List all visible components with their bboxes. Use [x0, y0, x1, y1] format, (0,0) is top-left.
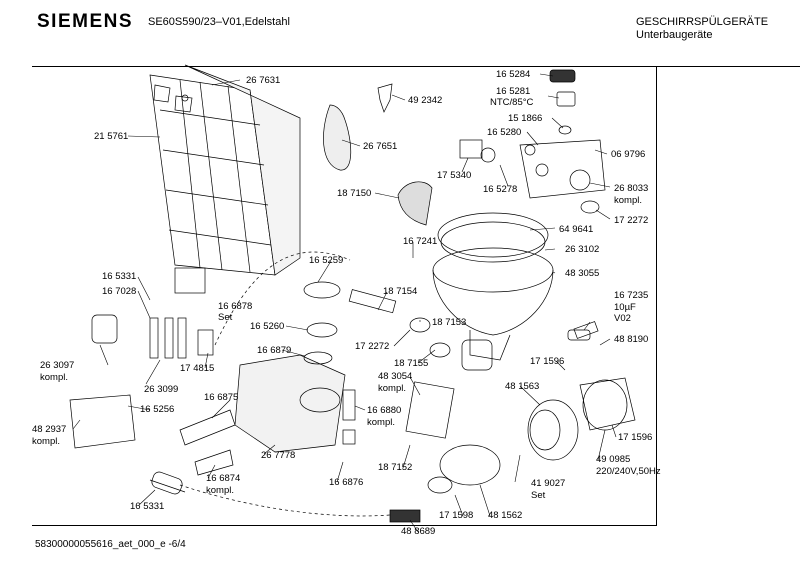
sump-assembly — [432, 212, 554, 371]
part-label: 16 5260 — [250, 321, 285, 332]
part-label: 26 3097 — [40, 360, 75, 371]
part-label: 16 6880 — [367, 405, 402, 416]
part-label: 16 7235 — [614, 290, 649, 301]
part-label: 18 7154 — [383, 286, 418, 297]
part-label: 16 5281 — [496, 86, 531, 97]
part-label: kompl. — [367, 417, 395, 428]
hose-route-upper — [214, 251, 351, 346]
dispenser-parts — [323, 83, 433, 226]
part-label: 26 7631 — [246, 75, 281, 86]
footer-rule — [32, 525, 657, 526]
part-label: 18 7153 — [432, 317, 467, 328]
part-label: Set — [531, 490, 546, 501]
part-label: 26 7778 — [261, 450, 296, 461]
side-rule — [656, 66, 657, 526]
part-label: 17 1598 — [439, 510, 474, 521]
part-label: 18 7152 — [378, 462, 413, 473]
part-label: kompl. — [32, 436, 60, 447]
part-label: 21 5761 — [94, 131, 129, 142]
part-label: 16 5284 — [496, 69, 531, 80]
part-label: 48 8689 — [401, 526, 436, 537]
part-label: kompl. — [206, 485, 234, 496]
part-label: kompl. — [614, 195, 642, 206]
part-label: kompl. — [378, 383, 406, 394]
part-label: 26 8033 — [614, 183, 649, 194]
part-label: 16 6876 — [329, 477, 364, 488]
part-label: 26 7651 — [363, 141, 398, 152]
part-label: 16 5278 — [483, 184, 518, 195]
brand-logo: SIEMENS — [37, 11, 134, 32]
part-label: 220/240V,50Hz — [596, 466, 661, 477]
header-rule — [32, 66, 800, 67]
part-label: 48 1562 — [488, 510, 523, 521]
part-label: 49 0985 — [596, 454, 631, 465]
part-label: 15 1866 — [508, 113, 543, 124]
part-label: 26 3102 — [565, 244, 600, 255]
part-label: 17 1596 — [618, 432, 653, 443]
part-label: 17 2272 — [355, 341, 390, 352]
part-label: 16 6874 — [206, 473, 241, 484]
part-label: 48 3054 — [378, 371, 413, 382]
part-label: 16 6875 — [204, 392, 239, 403]
part-label: 48 1563 — [505, 381, 540, 392]
part-label: 48 2937 — [32, 424, 67, 435]
part-label: 16 7241 — [403, 236, 438, 247]
document-id: 58300000055616_aet_000_e -6/4 — [35, 539, 186, 550]
category-heading: GESCHIRRSPÜLGERÄTE Unterbaugeräte — [636, 16, 768, 42]
part-label: 48 3055 — [565, 268, 600, 279]
part-label: 16 5259 — [309, 255, 344, 266]
part-label: 06 9796 — [611, 149, 646, 160]
part-label: 16 5256 — [140, 404, 175, 415]
part-label: 48 8190 — [614, 334, 649, 345]
pump-assembly — [389, 321, 636, 523]
part-label: V02 — [614, 313, 631, 324]
category-line-2: Unterbaugeräte — [636, 29, 713, 41]
leader-lines — [72, 73, 617, 533]
part-label: 17 5340 — [437, 170, 472, 181]
part-label: 18 7155 — [394, 358, 429, 369]
category-line-1: GESCHIRRSPÜLGERÄTE — [636, 16, 769, 28]
part-label: 17 1596 — [530, 356, 565, 367]
part-label: NTC/85°C — [490, 97, 534, 108]
model-number: SE60S590/23–V01,Edelstahl — [148, 16, 290, 28]
part-label: 17 4815 — [180, 363, 215, 374]
part-label: Set — [218, 312, 233, 323]
part-label: 10µF — [614, 302, 636, 313]
part-label: 16 6879 — [257, 345, 292, 356]
part-label: 17 2272 — [614, 215, 649, 226]
part-label: 64 9641 — [559, 224, 594, 235]
part-label: 16 5280 — [487, 127, 522, 138]
part-label: 16 6878 — [218, 301, 253, 312]
part-label: kompl. — [40, 372, 68, 383]
part-label: 16 5331 — [102, 271, 137, 282]
part-label: 16 5331 — [130, 501, 165, 512]
part-label: 26 3099 — [144, 384, 179, 395]
part-label: 18 7150 — [337, 188, 372, 199]
valve-cluster — [459, 69, 606, 214]
hose-route — [179, 484, 391, 517]
part-label: 16 7028 — [102, 286, 137, 297]
heater-housing — [234, 281, 591, 453]
part-label: 49 2342 — [408, 95, 443, 106]
part-label: 41 9027 — [531, 478, 566, 489]
panel-drawing — [149, 64, 301, 294]
